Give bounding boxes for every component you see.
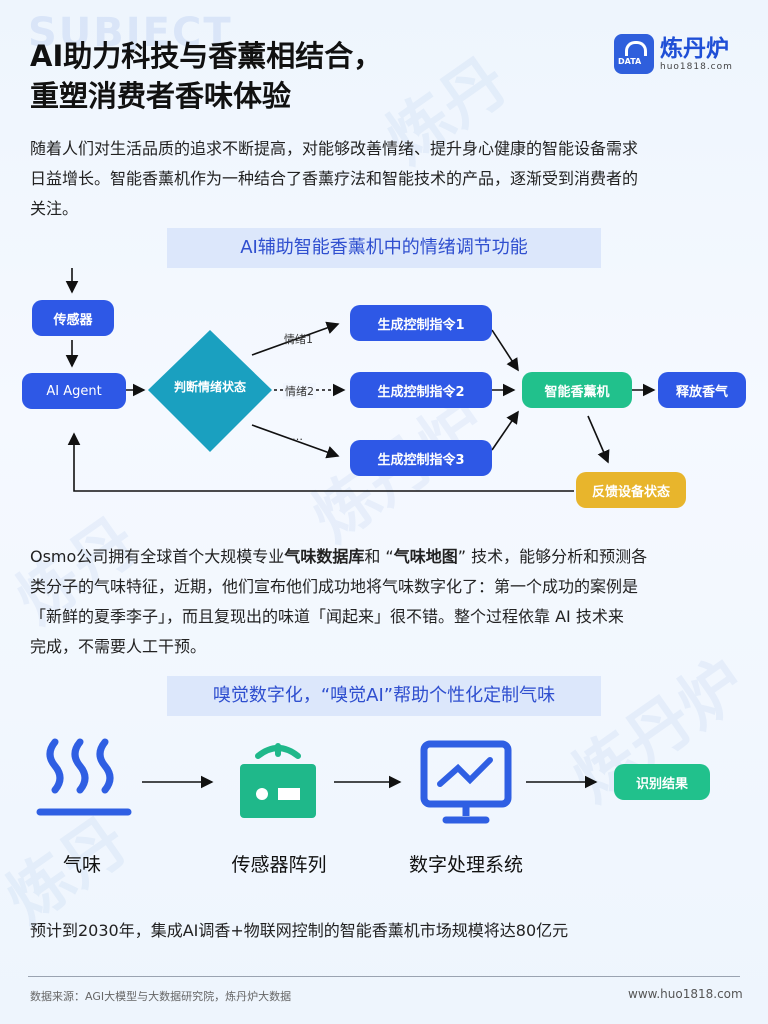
title-line-2: 重塑消费者香味体验 <box>30 79 292 113</box>
osmo-line: 「新鲜的夏季李子」，而且复现出的味道「闻起来」很不错。整个过程依靠 AI 技术来 <box>30 607 624 626</box>
data-source: 数据来源：AGI大模型与大数据研究院，炼丹炉大数据 <box>30 990 292 1003</box>
intro-paragraph: 随着人们对生活品质的追求不断提高，对能够改善情绪、提升身心健康的智能设备需求 日… <box>30 134 740 224</box>
decision-diamond <box>148 330 272 452</box>
sensor-node: 传感器 <box>32 300 114 336</box>
smart-diffuser-node: 智能香薰机 <box>522 372 632 408</box>
release-scent-node: 释放香气 <box>658 372 746 408</box>
stage-label-digital-system: 数字处理系统 <box>408 854 523 876</box>
command-node-3: 生成控制指令3 <box>350 440 492 476</box>
ghost-heading: SUBJECT <box>28 10 233 56</box>
stage-label-smell: 气味 <box>62 854 101 876</box>
diagram2-banner: 嗅觉数字化，“嗅觉AI”帮助个性化定制气味 <box>167 676 601 716</box>
command-node-2: 生成控制指令2 <box>350 372 492 408</box>
intro-line: 日益增长。智能香薰机作为一种结合了香薰疗法和智能技术的产品，逐渐受到消费者的 <box>30 169 639 188</box>
osmo-line: Osmo公司拥有全球首个大规模专业气味数据库和 “气味地图” 技术，能够分析和预… <box>30 547 648 566</box>
footer-divider <box>28 976 740 977</box>
logo-name: 炼丹炉 <box>660 36 729 62</box>
recognition-result-node: 识别结果 <box>614 764 710 800</box>
title-line-1: AI助力科技与香薰相结合， <box>30 39 383 73</box>
judge-emotion-label: 判断情绪状态 <box>173 380 246 394</box>
logo-url: huo1818.com <box>660 62 733 72</box>
feedback-status-node: 反馈设备状态 <box>576 472 686 508</box>
osmo-paragraph: Osmo公司拥有全球首个大规模专业气味数据库和 “气味地图” 技术，能够分析和预… <box>30 542 740 662</box>
edge-label-emotion1: 情绪1 <box>284 333 313 346</box>
sensor-array-icon <box>240 743 316 818</box>
brand-logo: DATA 炼丹炉 huo1818.com <box>614 34 733 74</box>
intro-line: 关注。 <box>30 199 79 218</box>
osmo-line: 完成，不需要人工干预。 <box>30 637 207 656</box>
intro-line: 随着人们对生活品质的追求不断提高，对能够改善情绪、提升身心健康的智能设备需求 <box>30 139 639 158</box>
site-url: www.huo1818.com <box>628 987 743 1001</box>
smell-waves-icon <box>36 738 132 816</box>
osmo-line: 类分子的气味特征，近期，他们宣布他们成功地将气味数字化了：第一个成功的案例是 <box>30 577 639 596</box>
edge-label-more: … <box>292 430 303 443</box>
diagram1-banner: AI辅助智能香薰机中的情绪调节功能 <box>167 228 601 268</box>
edge-label-emotion2: 情绪2 <box>283 383 316 399</box>
ai-agent-node: AI Agent <box>22 373 126 409</box>
stage-label-sensor-array: 传感器阵列 <box>231 854 327 876</box>
logo-icon: DATA <box>614 34 654 74</box>
forecast-text: 预计到2030年，集成AI调香+物联网控制的智能香薰机市场规模将达80亿元 <box>30 921 569 940</box>
digital-system-icon <box>420 740 512 824</box>
page-title: AI助力科技与香薰相结合， 重塑消费者香味体验 <box>30 36 382 116</box>
command-node-1: 生成控制指令1 <box>350 305 492 341</box>
